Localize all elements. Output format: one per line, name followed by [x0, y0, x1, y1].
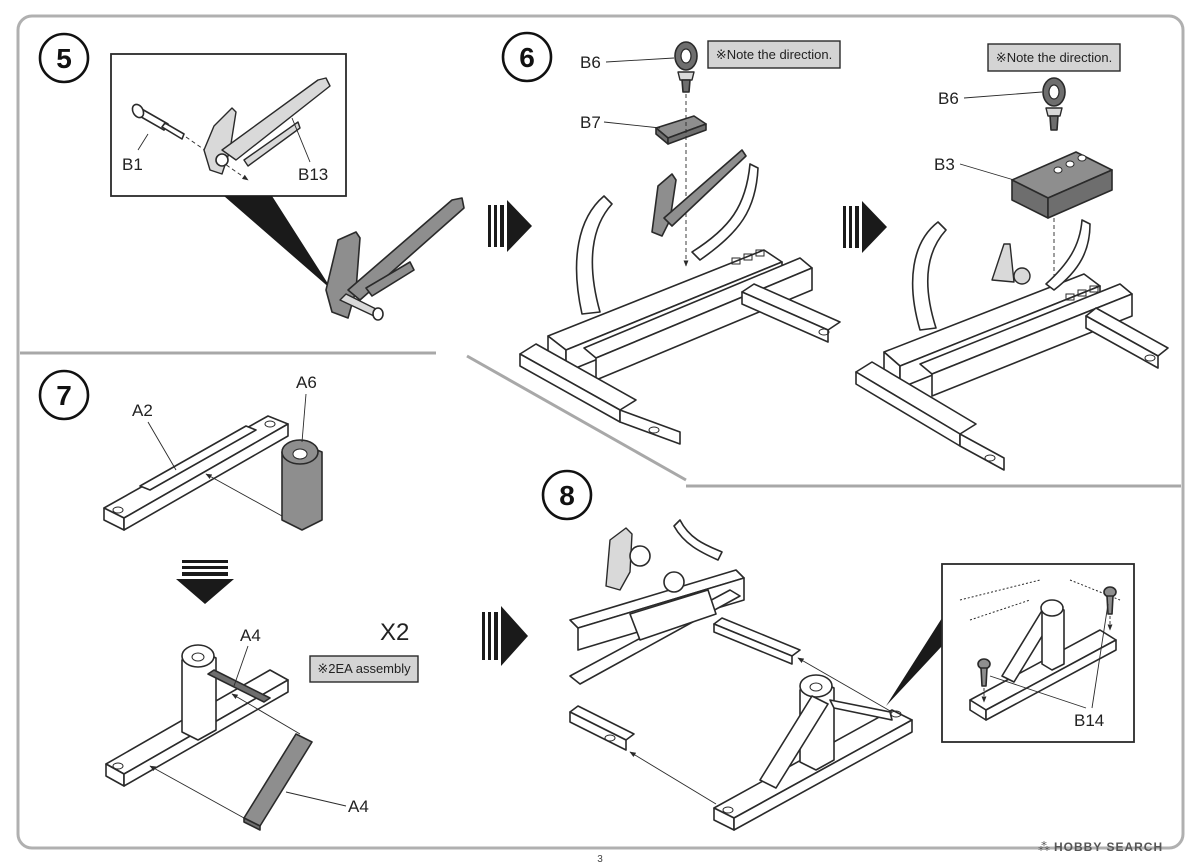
cradle-stand-closeup [569, 519, 801, 751]
zoom-wedge [224, 196, 332, 290]
note-box-assembly: ※2EA assembly [309, 655, 419, 683]
eye-bolt-b6-part [674, 41, 698, 93]
cover-b3-part [1011, 151, 1113, 219]
label-b14: B14 [1074, 711, 1104, 730]
note-text: ※Note the direction. [716, 47, 832, 62]
step-number: 7 [56, 380, 72, 411]
post-a6-part [281, 439, 323, 531]
note-text: ※2EA assembly [317, 661, 411, 676]
label-b7: B7 [580, 113, 601, 132]
rail-a2-part [103, 415, 289, 531]
step-7: 7 A2 A6 X2 [38, 369, 419, 831]
panel-dividers [20, 351, 1181, 488]
note-box-direction-2: ※Note the direction. [987, 43, 1121, 72]
label-b6: B6 [580, 53, 601, 72]
note-box-direction-1: ※Note the direction. [707, 40, 841, 69]
cradle-stand-assembly-b [855, 219, 1169, 471]
watermark-text: HOBBY SEARCH [1054, 840, 1163, 854]
step-number-6-badge: 6 [501, 31, 553, 83]
nut-b7-part [655, 115, 707, 145]
assembled-t-frame [105, 644, 289, 787]
step-number: 8 [559, 480, 575, 511]
label-a6: A6 [296, 373, 317, 392]
flow-arrow-5-to-6 [488, 200, 532, 252]
step-number-8-badge: 8 [541, 469, 593, 521]
label-a4: A4 [240, 626, 261, 645]
down-arrow [176, 560, 234, 604]
watermark-prefix: ⁂ [1038, 840, 1050, 854]
label-a4: A4 [348, 797, 369, 816]
label-b13: B13 [298, 165, 328, 184]
pin-b1-part [131, 103, 185, 140]
t-frame-being-installed [713, 674, 913, 831]
step-number: 6 [519, 42, 535, 73]
step-5: 5 B1 B13 [38, 32, 465, 321]
step-8: 8 [541, 469, 1135, 831]
step-number: 5 [56, 43, 72, 74]
pin-b14-part-left [977, 658, 991, 687]
label-b1: B1 [122, 155, 143, 174]
label-b6: B6 [938, 89, 959, 108]
zoom-wedge [886, 618, 942, 706]
flow-arrow-7-to-8 [482, 606, 528, 666]
flow-arrow-6-to-6b [843, 201, 887, 253]
page-number: 3 [597, 854, 603, 865]
note-text: ※Note the direction. [996, 50, 1112, 65]
sheet-border [16, 14, 1185, 850]
step-number-5-badge: 5 [38, 32, 90, 84]
detail-frame-view [959, 579, 1121, 721]
brace-a4-part [243, 733, 313, 831]
assembled-bracket [325, 197, 465, 321]
label-a2: A2 [132, 401, 153, 420]
multiplier-x2: X2 [380, 619, 409, 646]
cradle-stand-assembly [519, 149, 841, 445]
watermark: ⁂ HOBBY SEARCH [1038, 840, 1163, 854]
step-6: 6 ※Note the direction. B6 B7 [501, 31, 1169, 471]
eye-bolt-b6-part [1042, 77, 1066, 131]
step-number-7-badge: 7 [38, 369, 90, 421]
bracket-b13-part [203, 77, 331, 175]
label-b3: B3 [934, 155, 955, 174]
